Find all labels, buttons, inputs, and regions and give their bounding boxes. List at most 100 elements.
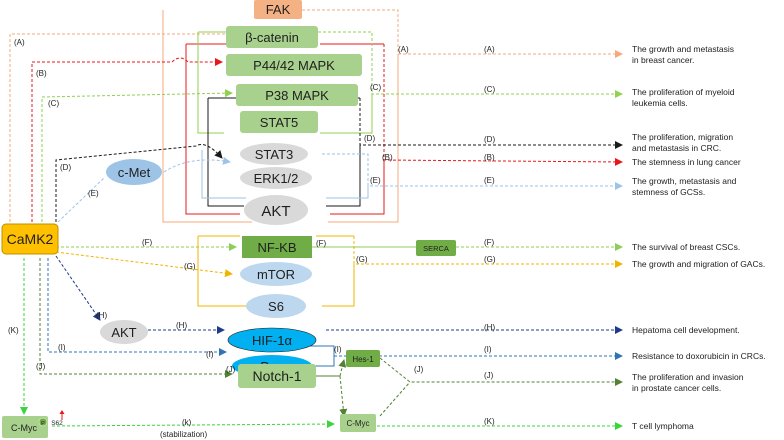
stat5-label: STAT5 (260, 115, 299, 130)
notch1-label: Notch-1 (252, 368, 301, 384)
hif1a-node: HIF-1α (227, 327, 317, 353)
label-C-r1: (C) (370, 83, 381, 92)
camk2-label: CaMK2 (7, 231, 54, 247)
label-I-r1: (I) (334, 345, 342, 354)
notch1-node: Notch-1 (238, 364, 316, 388)
pathway-G-lines (55, 235, 623, 307)
phospho-badge: P S62 (38, 410, 65, 427)
cmyc-mid-label: C-Myc (346, 419, 369, 428)
label-K-left: (K) (8, 326, 19, 335)
outcome-D-line1: The proliferation, migration (632, 132, 733, 142)
label-I-mid: (I) (206, 350, 214, 359)
nfkb-node: NF-KB (242, 236, 312, 258)
outcome-K: T cell lymphoma (632, 421, 694, 431)
p4442-mapk-label: P44/42 MAPK (253, 58, 335, 73)
hes1-node: Hes-1 (346, 350, 380, 367)
stabilization-label: (stabilization) (160, 430, 207, 439)
label-F-left: (F) (142, 238, 153, 247)
beta-catenin-node: β-catenin (226, 26, 318, 48)
hes1-label: Hes-1 (352, 355, 374, 364)
outcome-E-line1: The growth, metastasis and (632, 176, 737, 186)
outcome-B: The stemness in lung cancer (632, 157, 741, 167)
fak-label: FAK (266, 2, 291, 17)
label-D-r2: (D) (484, 135, 495, 144)
label-E-r2: (E) (484, 176, 495, 185)
cmet-label: c-Met (118, 165, 151, 180)
pathway-H-lines (55, 255, 623, 334)
label-H-left: (H) (96, 311, 107, 320)
pathway-K-lines (20, 258, 623, 430)
cmyc-mid-node: C-Myc (340, 414, 376, 432)
label-B-r1: (B) (382, 153, 393, 162)
label-J-mid: (J) (226, 365, 236, 374)
akt-h-label: AKT (111, 325, 136, 340)
nfkb-label: NF-KB (258, 240, 297, 255)
hif1a-label: HIF-1α (252, 333, 293, 348)
outcome-D-line2: and metastasis in CRC. (632, 143, 721, 153)
label-J-left: (J) (36, 362, 46, 371)
fak-node: FAK (254, 0, 302, 19)
pathway-E-lines (57, 150, 623, 223)
erk12-label: ERK1/2 (254, 171, 299, 186)
label-A-r1: (A) (398, 45, 409, 54)
mtor-label: mTOR (257, 267, 295, 282)
pathway-A-lines (9, 9, 623, 223)
label-E-r1: (E) (370, 176, 381, 185)
label-A-r2: (A) (484, 45, 495, 54)
pathway-labels: (A) (B) (C) (D) (E) (F) (G) (H) (H) (I) … (8, 38, 496, 439)
label-C-r2: (C) (484, 85, 495, 94)
akt-main-node: AKT (244, 195, 308, 225)
label-H-mid: (H) (176, 321, 187, 330)
outcome-H: Hepatoma cell development. (632, 325, 740, 335)
pathway-J-lines (39, 258, 623, 417)
cmyc-left-node: C-Myc (2, 416, 48, 438)
cmet-node: c-Met (106, 159, 162, 185)
akt-h-node: AKT (100, 320, 148, 344)
label-k-mid: (k) (182, 418, 192, 427)
label-D-r1: (D) (364, 134, 375, 143)
akt-main-label: AKT (261, 203, 290, 220)
outcome-F: The survival of breast CSCs. (632, 242, 740, 252)
s62-label: S62 (51, 420, 63, 427)
phospho-label: P (41, 421, 45, 427)
mtor-node: mTOR (240, 262, 312, 286)
outcome-I: Resistance to doxorubicin in CRCs. (632, 351, 766, 361)
serca-label: SERCA (423, 244, 449, 253)
stat3-label: STAT3 (255, 147, 294, 162)
pathway-B-lines (31, 43, 623, 222)
label-I-r2: (I) (484, 345, 492, 354)
s6-label: S6 (268, 299, 284, 314)
outcome-J-line1: The proliferation and invasion (632, 372, 744, 382)
stat3-node: STAT3 (240, 143, 308, 165)
label-J-r1: (J) (414, 365, 424, 374)
label-I-left: (I) (58, 343, 66, 352)
serca-node: SERCA (416, 240, 456, 256)
erk12-node: ERK1/2 (240, 167, 312, 189)
label-D-left: (D) (60, 163, 71, 172)
outcome-G: The growth and migration of GACs. (632, 259, 765, 269)
s6-node: S6 (246, 294, 306, 318)
label-C-left: (C) (48, 99, 59, 108)
label-E-left: (E) (88, 189, 99, 198)
cmyc-left-label: C-Myc (11, 423, 37, 433)
beta-catenin-label: β-catenin (245, 30, 299, 45)
camk2-node: CaMK2 (1, 223, 59, 255)
label-G-left: (G) (184, 262, 196, 271)
outcome-A-line2: in breast cancer. (632, 55, 694, 65)
pathway-I-lines (47, 258, 623, 367)
p38-mapk-node: P38 MAPK (236, 84, 358, 106)
label-A-left: (A) (14, 38, 25, 47)
label-K-r: (K) (484, 417, 495, 426)
outcome-E-line2: stemness of GCSs. (632, 187, 705, 197)
label-G-r1: (G) (356, 255, 368, 264)
label-B-r2: (B) (484, 153, 495, 162)
outcome-C-line2: leukemia cells. (632, 98, 688, 108)
label-J-r2: (J) (484, 371, 494, 380)
outcomes: The growth and metastasis in breast canc… (632, 44, 766, 431)
outcome-A-line1: The growth and metastasis (632, 44, 734, 54)
label-H-r: (H) (484, 323, 495, 332)
p38-mapk-label: P38 MAPK (265, 88, 329, 103)
label-G-r2: (G) (484, 255, 496, 264)
label-B-left: (B) (36, 69, 47, 78)
